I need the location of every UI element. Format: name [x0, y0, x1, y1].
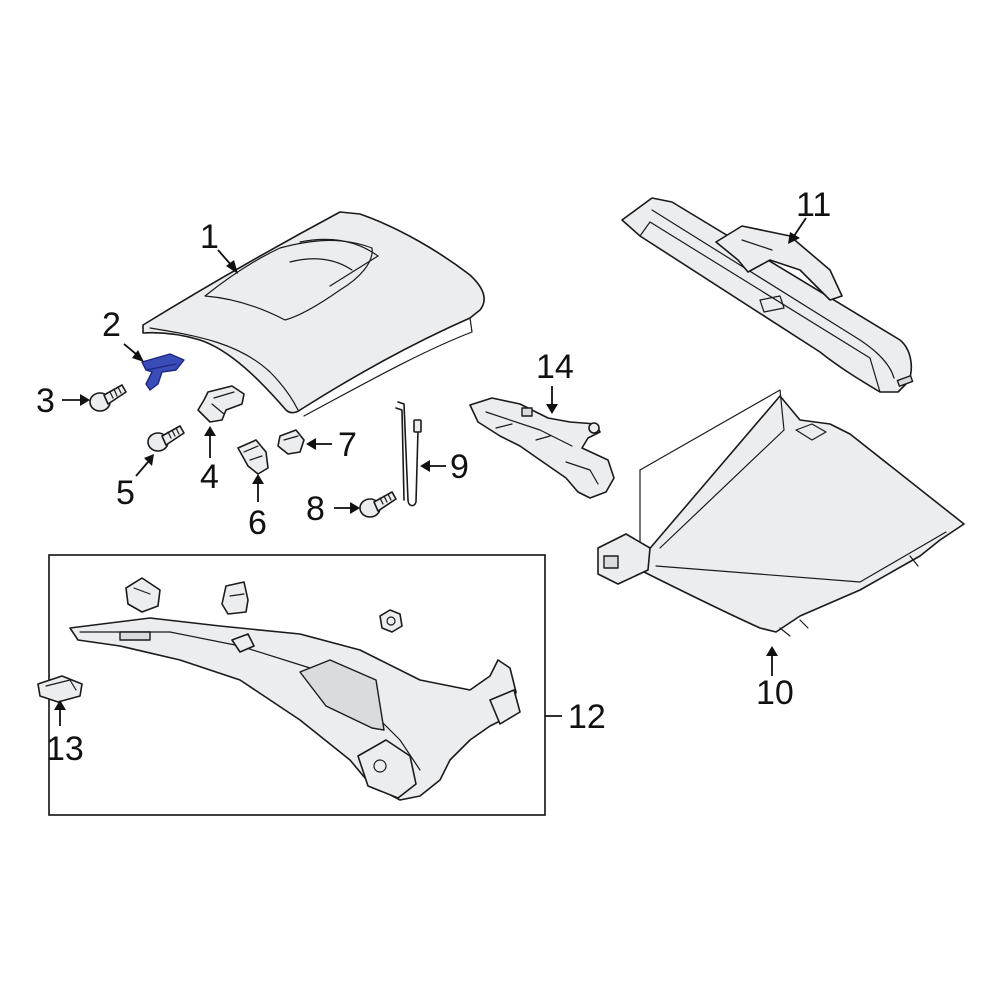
part-11-tonneau-bar[interactable]	[621, 197, 914, 393]
part-4-clip[interactable]	[197, 385, 245, 423]
part-6-clip[interactable]	[237, 439, 269, 475]
part-1-trunk-lid[interactable]	[142, 211, 485, 417]
part-8-screw[interactable]	[359, 491, 397, 518]
part-12-nut[interactable]	[379, 609, 403, 633]
callout-2: 2	[102, 306, 121, 344]
callout-10: 10	[756, 674, 794, 712]
callout-12: 12	[568, 698, 606, 736]
callout-leaders	[54, 217, 807, 726]
callout-1: 1	[200, 218, 219, 256]
part-2-hinge-bracket[interactable]	[141, 353, 185, 391]
callout-3: 3	[36, 382, 55, 420]
part-5-screw[interactable]	[147, 425, 185, 452]
callout-6: 6	[248, 504, 267, 542]
part-12-trim-panel-group[interactable]	[48, 554, 546, 816]
part-14-latch-bracket[interactable]	[469, 397, 615, 499]
part-7-clip[interactable]	[277, 429, 305, 455]
callout-11: 11	[796, 186, 831, 224]
callout-5: 5	[116, 474, 135, 512]
part-9-cable[interactable]	[395, 401, 422, 507]
callout-9: 9	[450, 448, 469, 486]
part-13-clip[interactable]	[37, 675, 83, 703]
callout-7: 7	[338, 426, 357, 464]
part-12-clip-a[interactable]	[125, 577, 161, 613]
part-10-cargo-cover[interactable]	[597, 389, 965, 637]
callout-labels: 1 2 3 4 5 6 7 8 9 10 11 12 13 14	[36, 186, 831, 768]
part-12-clip-b[interactable]	[221, 581, 249, 615]
part-3-screw[interactable]	[89, 384, 127, 412]
callout-4: 4	[200, 458, 219, 496]
callout-13: 13	[46, 730, 84, 768]
callout-8: 8	[306, 490, 325, 528]
callout-14: 14	[536, 348, 574, 386]
